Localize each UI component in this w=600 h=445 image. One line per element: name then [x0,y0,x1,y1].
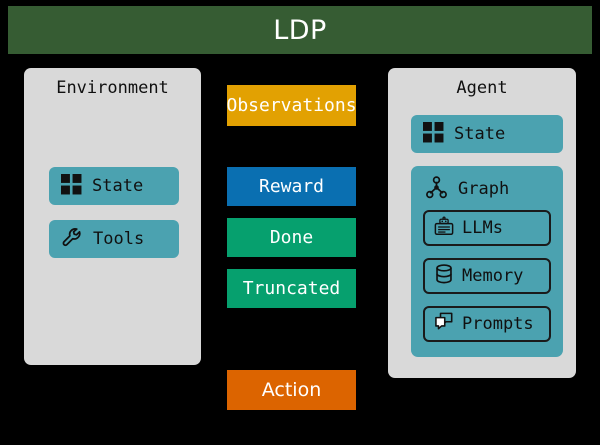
agent-prompts-chip[interactable]: Prompts [423,306,551,342]
agent-panel: Agent State [388,68,576,378]
flow-truncated-box[interactable]: Truncated [227,269,356,308]
agent-state-label: State [454,123,506,144]
flow-action-label: Action [261,378,322,401]
environment-panel-title: Environment [56,78,169,98]
flow-reward-label: Reward [258,175,325,197]
agent-state-chip[interactable]: State [411,115,563,153]
agent-llms-chip[interactable]: LLMs [423,210,551,246]
database-icon [433,263,455,289]
node-graph-icon [425,176,448,203]
agent-graph-label: Graph [458,179,510,199]
environment-panel: Environment State Tools [24,68,201,365]
page-title: LDP [273,14,327,46]
wrench-icon [61,226,83,252]
agent-graph-header: Graph [425,176,509,203]
flow-done-label: Done [269,226,314,248]
agent-panel-title: Agent [456,78,508,98]
grid-icon [423,121,444,147]
agent-llms-label: LLMs [462,217,503,238]
agent-memory-label: Memory [462,265,524,286]
agent-prompts-label: Prompts [462,313,534,334]
header-bar: LDP [8,6,592,54]
environment-state-chip[interactable]: State [49,167,179,205]
flow-observations-box[interactable]: Observations [226,85,357,126]
grid-icon [61,173,82,199]
flow-observations-label: Observations [226,94,357,116]
flow-done-box[interactable]: Done [227,218,356,257]
speech-bubble-icon [433,311,455,337]
robot-card-icon [433,215,455,241]
environment-state-label: State [92,175,144,196]
flow-reward-box[interactable]: Reward [227,167,356,206]
agent-memory-chip[interactable]: Memory [423,258,551,294]
environment-tools-chip[interactable]: Tools [49,220,179,258]
flow-action-box[interactable]: Action [227,370,356,410]
agent-graph-group[interactable]: Graph LLMs [411,166,563,357]
environment-tools-label: Tools [93,228,145,249]
flow-truncated-label: Truncated [242,277,341,299]
